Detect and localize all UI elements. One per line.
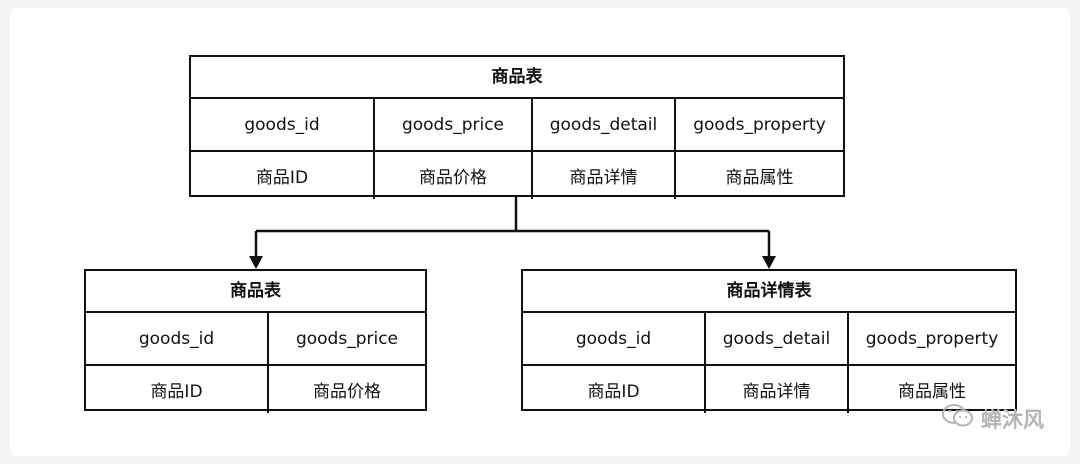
table-description-row: 商品ID 商品详情 商品属性 — [523, 366, 1015, 413]
column-description: 商品属性 — [898, 382, 966, 402]
right-table: 商品详情表 goods_id goods_detail goods_proper… — [521, 269, 1017, 413]
column-description: 商品价格 — [375, 152, 533, 199]
column-description: 商品价格 — [313, 382, 381, 402]
column-name: goods_property — [693, 114, 826, 135]
column-name: goods_id — [86, 313, 269, 364]
column-name: goods_price — [375, 99, 533, 150]
table-header-row: goods_id goods_price goods_detail goods_… — [191, 99, 843, 152]
column-name: goods_id — [191, 99, 375, 150]
table-title: 商品表 — [191, 57, 843, 99]
watermark: 蝉沐风 — [941, 403, 1044, 434]
column-name: goods_detail — [533, 99, 676, 150]
left-table: 商品表 goods_id goods_price 商品ID 商品价格 — [84, 269, 427, 413]
table-description-row: 商品ID 商品价格 商品详情 商品属性 — [191, 152, 843, 199]
column-description: 商品详情 — [706, 366, 849, 413]
arrowhead-right — [762, 256, 776, 269]
top-table: 商品表 goods_id goods_price goods_detail go… — [189, 55, 845, 199]
watermark-text: 蝉沐风 — [981, 407, 1044, 432]
column-name: goods_price — [295, 328, 399, 349]
column-name: goods_property — [865, 328, 999, 349]
column-description: 商品ID — [86, 366, 269, 413]
table-header-row: goods_id goods_price — [86, 313, 425, 366]
column-description: 商品详情 — [533, 152, 676, 199]
table-title: 商品表 — [86, 271, 425, 313]
table-description-row: 商品ID 商品价格 — [86, 366, 425, 413]
column-description: 商品ID — [191, 152, 375, 199]
column-name: goods_id — [523, 313, 706, 364]
table-title: 商品详情表 — [523, 271, 1015, 313]
column-description: 商品属性 — [725, 168, 794, 188]
wechat-icon — [941, 403, 975, 434]
column-name: goods_detail — [706, 313, 849, 364]
arrowhead-left — [249, 256, 263, 269]
column-description: 商品ID — [523, 366, 706, 413]
table-header-row: goods_id goods_detail goods_property — [523, 313, 1015, 366]
